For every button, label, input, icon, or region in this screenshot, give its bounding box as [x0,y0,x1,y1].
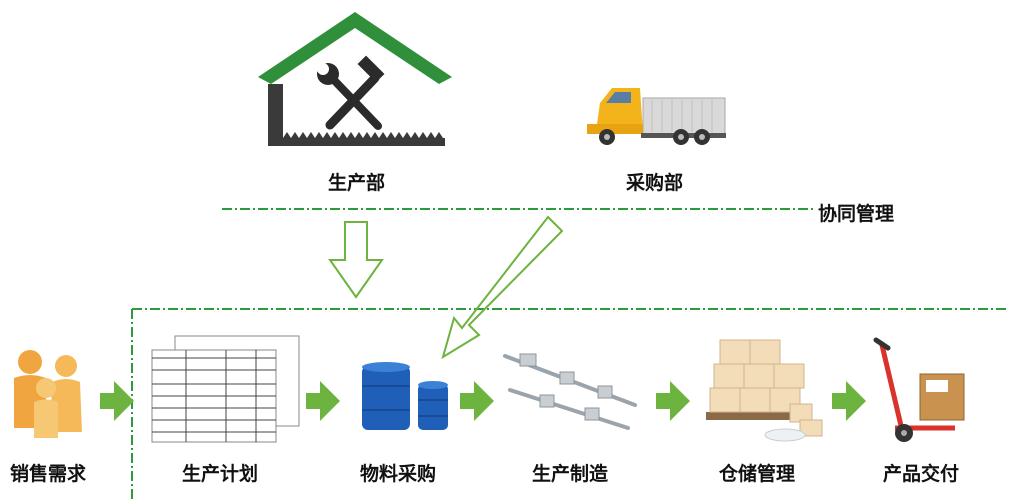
step-warehouse: 仓储管理 [719,463,796,485]
flow-arrow-5 [832,381,866,421]
production-dept-label: 生产部 [328,172,386,194]
collaboration-label: 协同管理 [818,203,895,225]
step-production-plan: 生产计划 [182,463,259,485]
step-sales-demand: 销售需求 [10,463,87,485]
flow-arrow-4 [656,381,690,421]
step-delivery: 产品交付 [883,463,960,485]
production-down-arrow [328,221,384,299]
flow-arrow-3 [460,381,494,421]
flow-arrow-2 [306,381,340,421]
flow-arrow-1 [100,381,134,421]
purchasing-dept-label: 采购部 [626,172,684,194]
purchasing-diagonal-arrow [441,215,564,360]
step-manufacturing: 生产制造 [532,463,609,485]
step-material-purchase: 物料采购 [360,463,437,485]
